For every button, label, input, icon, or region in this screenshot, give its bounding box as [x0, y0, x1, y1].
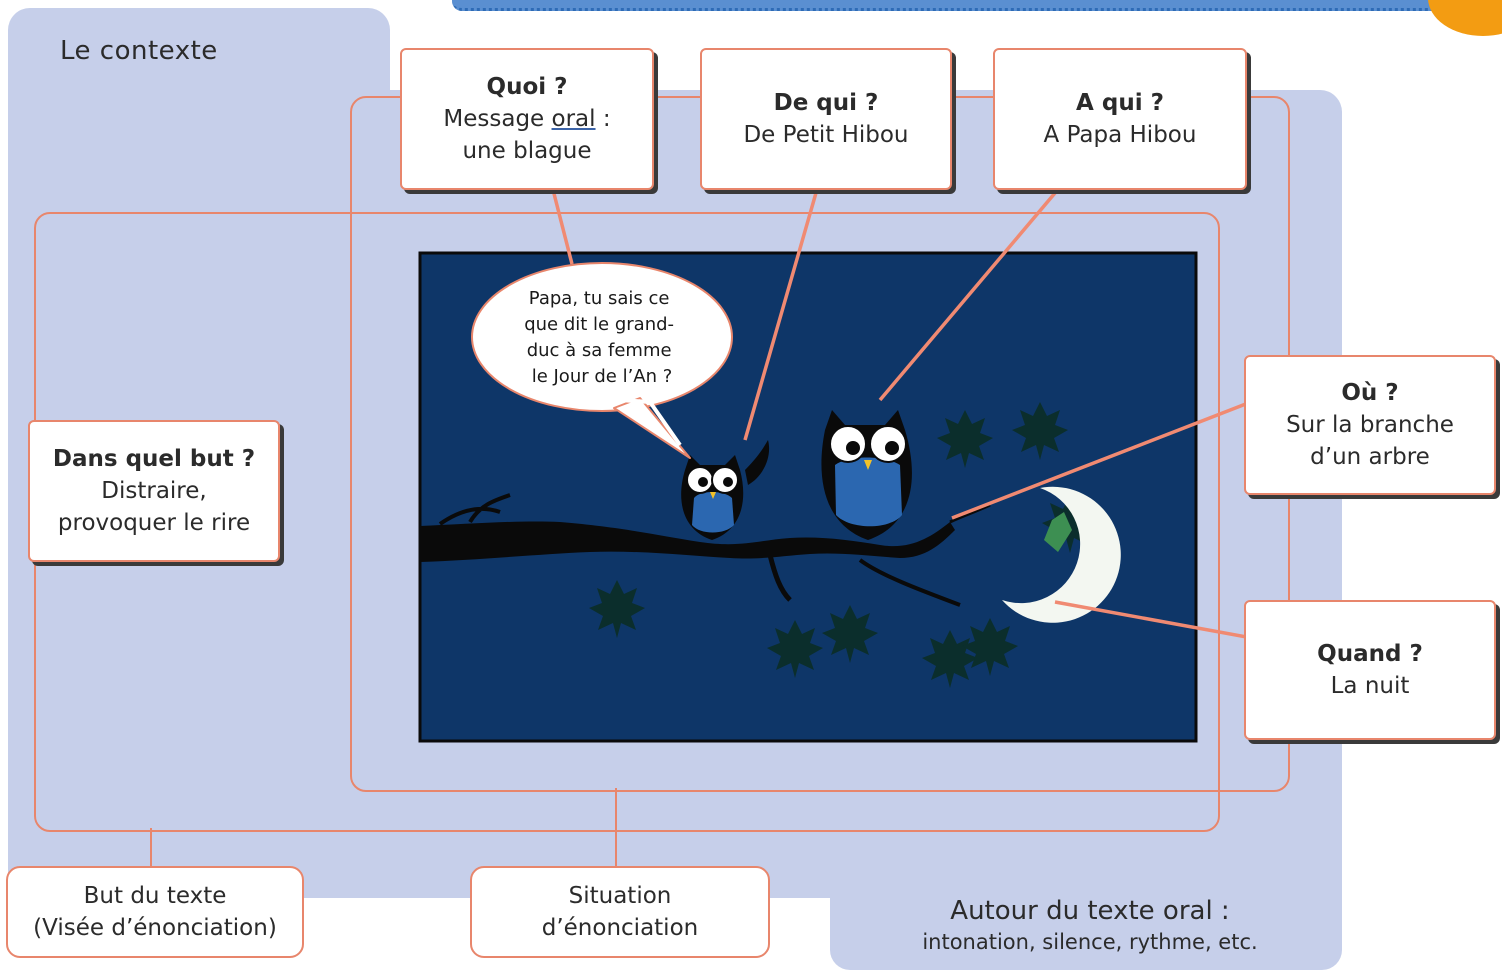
branch	[420, 493, 991, 607]
quoi-question: Quoi ?	[486, 74, 568, 100]
a-qui-box: A qui ? A Papa Hibou	[993, 48, 1247, 190]
quand-box: Quand ? La nuit	[1244, 600, 1496, 740]
speech-bubble-text: Papa, tu sais ce que dit le grand- duc à…	[524, 288, 680, 387]
quoi-line1: Message oral :	[443, 106, 611, 132]
ou-line2: d’un arbre	[1310, 444, 1430, 470]
but-line1: Distraire,	[101, 478, 207, 504]
de-qui-box: De qui ? De Petit Hibou	[700, 48, 952, 190]
situation-connector	[615, 788, 617, 870]
ou-line1: Sur la branche	[1286, 412, 1454, 438]
but-line2: provoquer le rire	[57, 510, 251, 536]
arrows	[546, 167, 1279, 647]
oral-title: Autour du texte oral :	[950, 896, 1230, 926]
oral-text-panel	[830, 860, 1342, 970]
a-qui-line1: A Papa Hibou	[1043, 122, 1197, 148]
oral-caption: Autour du texte oral : intonation, silen…	[840, 894, 1340, 956]
arrow-to-quand	[1054, 600, 1279, 647]
purpose-label-line2: (Visée d’énonciation)	[33, 915, 277, 941]
quoi-box: Quoi ? Message oral : une blague	[400, 48, 654, 190]
arrow-to-ou	[951, 397, 1261, 520]
de-qui-line1: De Petit Hibou	[743, 122, 909, 148]
but-box: Dans quel but ? Distraire, provoquer le …	[28, 420, 280, 562]
quoi-line2: une blague	[462, 138, 592, 164]
situation-label-line2: d’énonciation	[541, 915, 699, 941]
purpose-label-line1: But du texte	[83, 883, 227, 909]
context-title: Le contexte	[60, 36, 218, 66]
arrow-to-quoi	[546, 173, 574, 265]
moon	[1002, 486, 1121, 623]
frame-connector-1	[652, 96, 700, 98]
a-qui-question: A qui ?	[1076, 90, 1164, 116]
situation-label-line1: Situation	[568, 883, 672, 909]
oral-subtitle: intonation, silence, rythme, etc.	[922, 930, 1258, 954]
ou-question: Où ?	[1341, 380, 1399, 406]
purpose-label-box: But du texte (Visée d’énonciation)	[6, 866, 304, 958]
top-decoration-bar	[452, 0, 1462, 11]
small-owl	[681, 440, 770, 540]
quand-line1: La nuit	[1330, 673, 1410, 699]
but-question: Dans quel but ?	[52, 446, 256, 472]
ou-box: Où ? Sur la branche d’un arbre	[1244, 355, 1496, 495]
big-owl	[821, 410, 912, 540]
situation-label-box: Situation d’énonciation	[470, 866, 770, 958]
de-qui-question: De qui ?	[773, 90, 879, 116]
purpose-connector	[150, 828, 152, 870]
arrow-to-a-qui	[878, 176, 1070, 402]
speech-bubble: Papa, tu sais ce que dit le grand- duc à…	[471, 262, 733, 459]
quand-question: Quand ?	[1317, 641, 1423, 667]
arrow-to-de-qui	[743, 167, 826, 441]
